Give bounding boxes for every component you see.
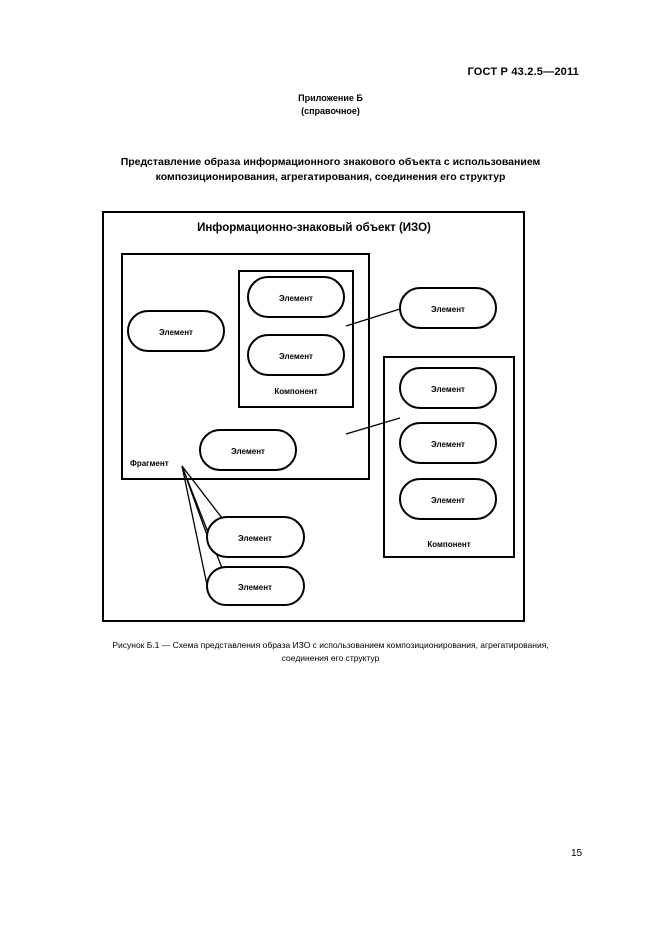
fragment-frame	[121, 253, 370, 480]
svg-text:Элемент: Элемент	[431, 305, 465, 314]
svg-text:Элемент: Элемент	[279, 294, 313, 303]
element-aggregated-top: Элемент	[206, 516, 305, 558]
svg-text:Элемент: Элемент	[238, 534, 272, 543]
element-component-right-3: Элемент	[399, 478, 497, 520]
fragment-label: Фрагмент	[130, 459, 169, 468]
element-aggregated-bottom: Элемент	[206, 566, 305, 606]
document-number: ГОСТ Р 43.2.5—2011	[467, 66, 579, 78]
outer-object-frame	[102, 211, 525, 622]
element-component-right-1: Элемент	[399, 367, 497, 409]
appendix-title: Приложение Б	[298, 93, 363, 103]
svg-text:Элемент: Элемент	[231, 447, 265, 456]
element-fragment-left: Элемент	[127, 310, 225, 352]
svg-text:Элемент: Элемент	[159, 328, 193, 337]
svg-text:Элемент: Элемент	[279, 352, 313, 361]
svg-text:Элемент: Элемент	[431, 385, 465, 394]
section-heading: Представление образа информационного зна…	[0, 155, 661, 185]
svg-text:Элемент: Элемент	[431, 496, 465, 505]
svg-text:Элемент: Элемент	[431, 440, 465, 449]
element-component-inner-top: Элемент	[247, 276, 345, 318]
component-label-right: Компонент	[427, 540, 470, 549]
figure-caption: Рисунок Б.1 — Схема представления образа…	[0, 639, 661, 665]
component-frame-right	[383, 356, 515, 558]
element-standalone-right: Элемент	[399, 287, 497, 329]
section-heading-line-1: Представление образа информационного зна…	[120, 156, 541, 168]
page-number: 15	[571, 848, 583, 859]
connector-line-fragment-to-component	[345, 417, 401, 435]
aggregation-line-upper-right	[181, 465, 223, 519]
component-frame-inner	[238, 270, 354, 408]
figure-caption-line-2: соединения его структур	[281, 653, 380, 663]
element-fragment-bottom: Элемент	[199, 429, 297, 471]
svg-text:Элемент: Элемент	[238, 583, 272, 592]
section-heading-line-2: композиционирования, агрегатирования, со…	[155, 171, 506, 183]
aggregation-line-lower-left	[181, 465, 208, 586]
aggregation-line-lower-right	[181, 465, 223, 569]
appendix-heading: Приложение Б (справочное)	[0, 92, 661, 118]
aggregation-line-upper-left	[181, 465, 208, 536]
outer-object-title: Информационно-знаковый объект (ИЗО)	[197, 222, 431, 234]
connector-line-component-to-element	[345, 308, 401, 327]
figure-caption-line-1: Рисунок Б.1 — Схема представления образа…	[112, 640, 549, 650]
element-component-right-2: Элемент	[399, 422, 497, 464]
appendix-subtitle: (справочное)	[301, 106, 360, 116]
component-label-inner: Компонент	[274, 387, 317, 396]
element-component-inner-bottom: Элемент	[247, 334, 345, 376]
